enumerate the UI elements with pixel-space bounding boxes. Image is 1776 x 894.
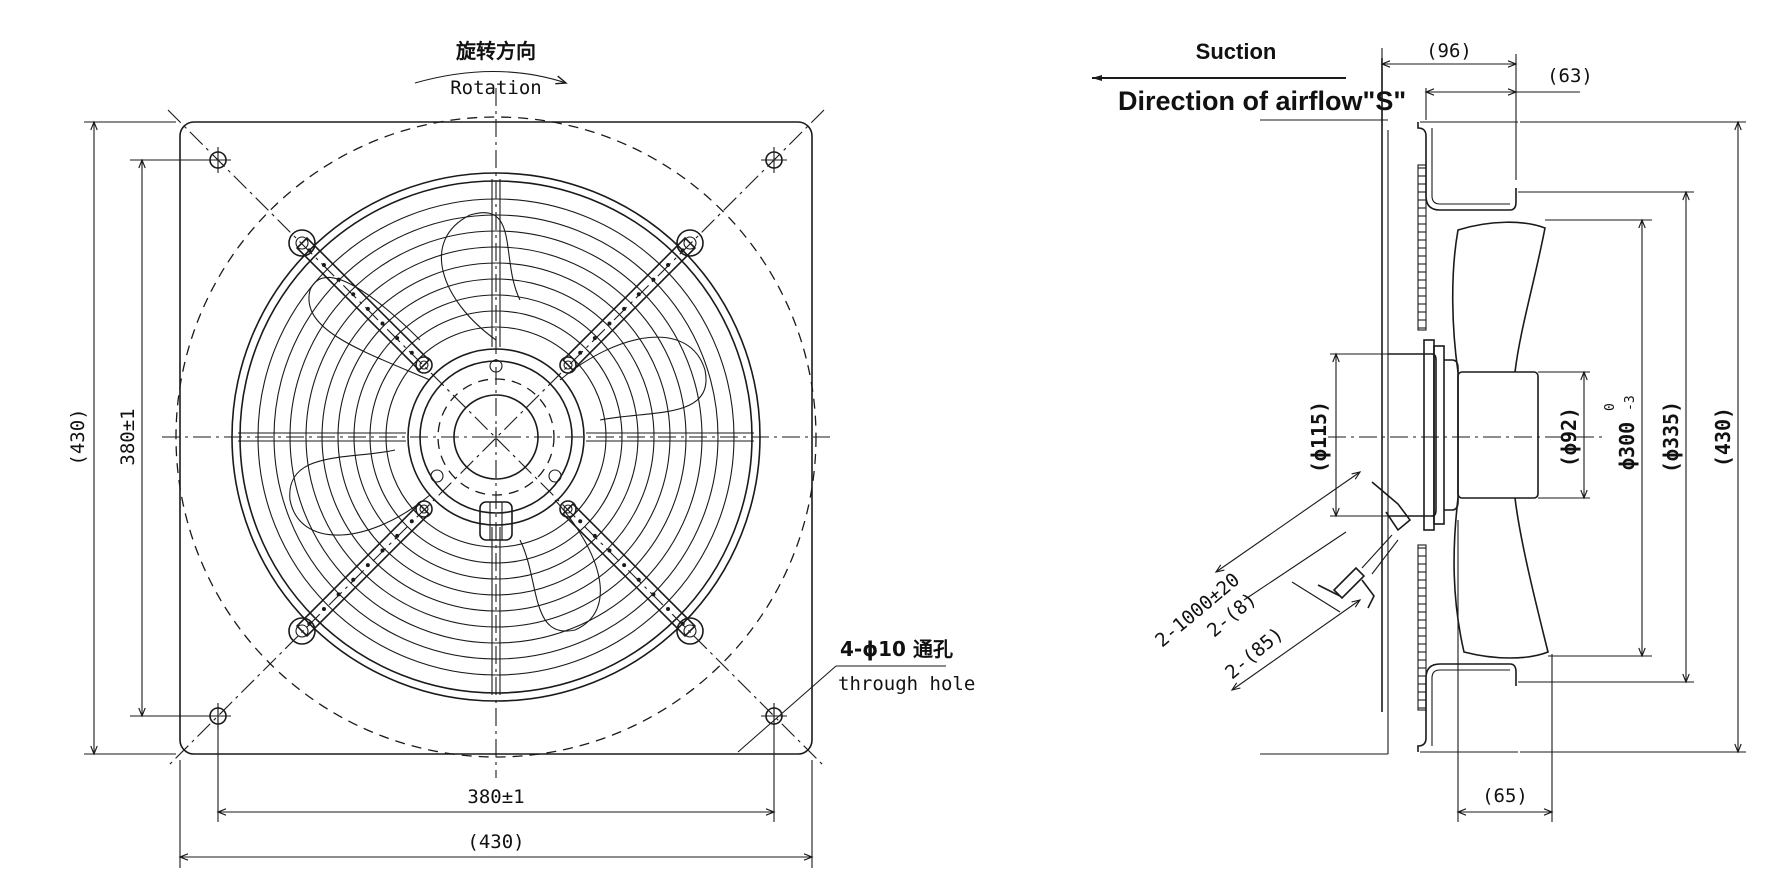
guard-boss: [288, 229, 316, 257]
guard-boss: [559, 500, 577, 518]
dim-63: (63): [1547, 65, 1593, 87]
dim-outer-h: (430): [467, 831, 524, 853]
guard-ring: [273, 214, 719, 660]
hub-inner: [453, 394, 539, 480]
support-arm: [561, 236, 697, 372]
dim-line-cable-85: [1230, 599, 1362, 691]
dim-92: (ϕ92): [1557, 407, 1581, 467]
hub-outer: [407, 348, 585, 526]
guard-ring: [305, 246, 687, 628]
hub-mid: [419, 360, 573, 514]
guard-ring-outer: [231, 172, 761, 702]
guard-ring: [257, 198, 735, 676]
rotation-label-cn: 旋转方向: [455, 39, 536, 63]
support-arm: [295, 502, 431, 638]
guard-spokes: [238, 179, 754, 695]
dim-300-tol-lower: -3: [1623, 395, 1638, 411]
dim-300: ϕ300: [1615, 422, 1639, 470]
hole-note: through hole: [838, 673, 975, 695]
dim-335: (ϕ335): [1659, 401, 1683, 473]
hub-side: [1457, 371, 1539, 499]
dim-line-cable-8: [1243, 531, 1347, 601]
motor-body: [1388, 353, 1437, 517]
plate-ribs: [1418, 167, 1426, 709]
support-arm: [295, 236, 431, 372]
rotation-label-en: Rotation: [450, 77, 542, 99]
dim-65: (65): [1482, 785, 1528, 807]
hub-dashed: [437, 378, 555, 496]
cable: [1371, 481, 1412, 532]
guard-boss: [676, 229, 704, 257]
dim-430-side: (430): [1711, 407, 1735, 467]
shroud-bottom: [1417, 663, 1517, 752]
shroud-top: [1417, 122, 1517, 211]
guard-ring: [353, 294, 639, 580]
suction-label: Suction: [1196, 39, 1277, 64]
blade-side-top: [1451, 221, 1546, 373]
blade-side-bottom: [1453, 497, 1549, 659]
guard-ring: [385, 326, 607, 548]
guard-boss: [676, 617, 704, 645]
guard-ring: [369, 310, 623, 564]
guard-boss: [415, 356, 433, 374]
guard-ring: [321, 262, 671, 612]
dim-300-tol-upper: 0: [1603, 403, 1618, 411]
dim-holes-h: 380±1: [467, 786, 524, 808]
dim-outer-v: (430): [67, 408, 89, 465]
guard-ring: [337, 278, 655, 596]
guard-ring: [289, 230, 703, 644]
guard-boss: [288, 617, 316, 645]
front-view: 旋转方向 Rotation 380±1 (430) (430) 380±1 4-…: [67, 39, 975, 868]
guard-boss: [415, 500, 433, 518]
cable-gland: [479, 501, 513, 541]
dim-holes-v: 380±1: [117, 408, 139, 465]
side-view: Suction Direction of airflow"S": [1092, 39, 1746, 822]
motor-flange: [1423, 339, 1435, 531]
guard-boss: [559, 356, 577, 374]
dim-line-cable-1000: [1214, 471, 1362, 573]
hole-leader: [737, 665, 837, 753]
airflow-label: Direction of airflow"S": [1118, 86, 1406, 116]
bolt-circle: [175, 116, 817, 758]
guard-ring-outer-2: [239, 180, 753, 694]
rotation-arrow: [414, 71, 568, 85]
guard-rings: [257, 198, 735, 676]
support-arm: [561, 502, 697, 638]
fan-blades: [289, 212, 707, 632]
hole-spec: 4-ϕ10 通孔: [840, 637, 953, 661]
dim-96: (96): [1426, 40, 1472, 62]
dim-115: (ϕ115): [1307, 401, 1331, 473]
